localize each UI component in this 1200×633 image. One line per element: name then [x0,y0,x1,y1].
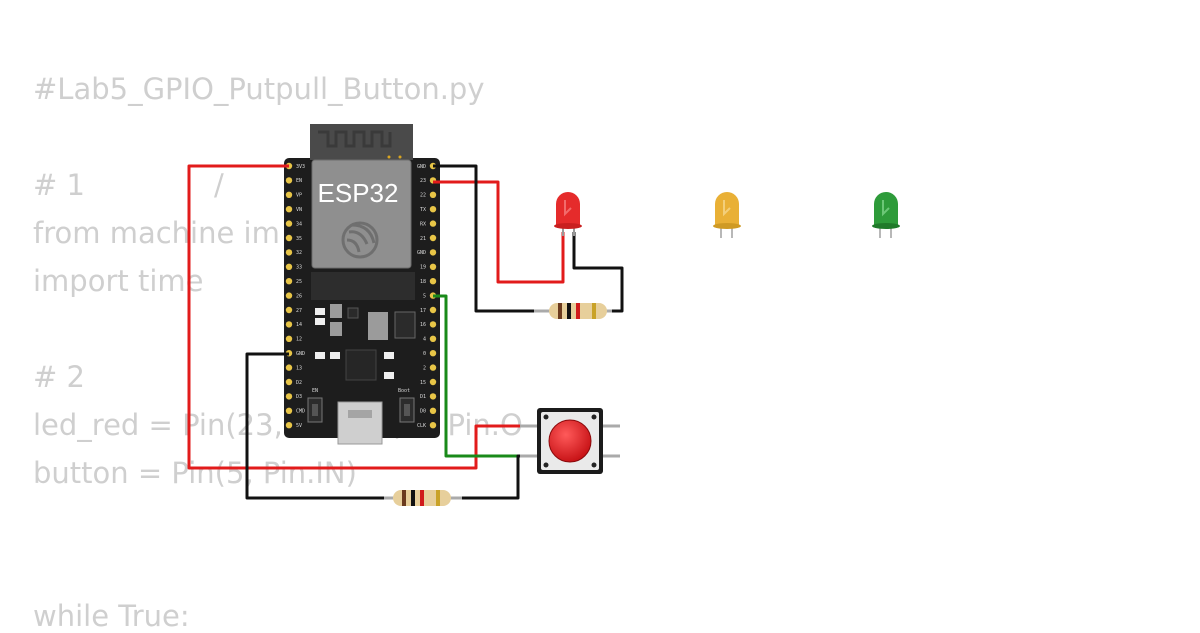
right-pin-18[interactable] [429,422,437,429]
right-pin-4[interactable] [429,220,437,227]
right-pin-label-15: 15 [420,380,426,386]
wire-black-pulldown[interactable] [245,352,392,500]
code-line-while: while True: [33,599,190,633]
right-pin-label-6: GND [417,250,426,256]
right-pin-label-10: 17 [420,308,426,314]
right-pin-label-18: CLK [417,423,426,429]
right-pin-15[interactable] [429,378,437,386]
right-pin-label-5: 21 [420,236,426,242]
left-pin-label-4: 34 [296,221,302,227]
code-line-button: button = Pin(5, Pin.IN) [33,456,357,490]
right-pin-label-16: D1 [420,394,426,400]
resistor-pulldown[interactable] [384,490,462,506]
left-pin-12[interactable] [285,335,293,342]
left-pin-label-17: CMD [296,409,305,415]
esp32-label: ESP32 [318,178,399,208]
left-pin-5[interactable] [285,234,293,242]
right-pin-label-13: 0 [423,351,426,357]
resistor-led[interactable] [534,303,612,319]
wire-black-led-cathode[interactable] [572,232,624,313]
right-pin-label-7: 19 [420,265,426,271]
right-pin-8[interactable] [429,278,437,285]
right-pin-7[interactable] [429,263,437,270]
left-pin-2[interactable] [285,191,293,198]
code-line-title: #Lab5_GPIO_Putpull_Button.py [33,72,485,106]
led-yellow[interactable] [713,192,741,238]
code-line-comment-1: # 1 / [33,168,224,202]
wire-black-gnd[interactable] [433,164,538,313]
right-pin-6[interactable] [429,249,437,256]
right-pin-label-8: 18 [420,279,426,285]
boot-button-label: Boot [398,388,410,394]
left-pin-label-16: D3 [296,394,302,400]
left-pin-label-15: D2 [296,380,302,386]
wire-black-button-pulldown[interactable] [460,454,538,500]
left-pin-label-7: 33 [296,265,302,271]
code-line-import-time: import time [33,264,204,298]
wire-red-gpio23[interactable] [433,180,565,284]
right-pin-16[interactable] [429,393,437,400]
left-pin-16[interactable] [285,393,293,400]
left-pin-label-3: VN [296,207,302,213]
right-pin-label-11: 16 [420,322,426,328]
right-pin-13[interactable] [429,350,437,357]
right-pin-label-0: GND [417,164,426,170]
left-pin-7[interactable] [285,263,293,270]
right-pin-label-2: 22 [420,193,426,199]
left-pin-label-0: 3V3 [296,164,305,170]
led-green[interactable] [872,192,900,238]
right-pin-11[interactable] [429,321,437,328]
left-pin-18[interactable] [285,422,293,429]
left-pin-1[interactable] [285,177,293,184]
right-pin-10[interactable] [429,306,437,314]
left-pin-label-5: 35 [296,236,302,242]
right-pin-14[interactable] [429,364,437,371]
left-pin-9[interactable] [285,292,293,299]
right-pin-label-12: 4 [423,337,426,343]
left-pin-label-2: VP [296,193,302,199]
en-button-label: EN [312,388,318,394]
left-pin-label-11: 14 [296,322,302,328]
left-pin-8[interactable] [285,278,293,285]
code-line-comment-2: # 2 [33,360,85,394]
espressif-logo [341,221,379,259]
right-pin-5[interactable] [429,234,437,242]
right-pin-12[interactable] [429,335,437,342]
left-pin-label-1: EN [296,178,302,184]
right-pin-label-14: 2 [423,365,426,371]
left-pin-10[interactable] [285,306,293,314]
wire-green-gpio5[interactable] [433,294,538,458]
right-pin-2[interactable] [429,191,437,198]
left-pin-6[interactable] [285,249,293,256]
left-pin-11[interactable] [285,321,293,328]
right-pin-17[interactable] [429,407,437,414]
led-red[interactable] [554,192,582,236]
left-pin-label-13: GND [296,351,305,357]
left-pin-label-12: 12 [296,337,302,343]
right-pin-label-3: TX [420,207,426,213]
left-pin-label-9: 26 [296,293,302,299]
code-line-import-machine: from machine im [33,216,280,250]
left-pin-label-14: 13 [296,365,302,371]
left-pin-label-6: 32 [296,250,302,256]
left-pin-15[interactable] [285,378,293,386]
wire-red-3v3[interactable] [187,164,538,470]
right-pin-label-4: RX [420,221,426,227]
right-pin-label-1: 23 [420,178,426,184]
left-pin-label-18: 5V [296,423,302,429]
right-pin-3[interactable] [429,206,437,213]
left-pin-3[interactable] [285,206,293,213]
left-pin-label-10: 27 [296,308,302,314]
left-pin-14[interactable] [285,364,293,371]
left-pin-17[interactable] [285,407,293,414]
left-pin-label-8: 25 [296,279,302,285]
push-button[interactable] [520,408,620,474]
right-pin-label-17: D0 [420,409,426,415]
right-pin-label-9: 5 [423,293,426,299]
left-pin-4[interactable] [285,220,293,227]
